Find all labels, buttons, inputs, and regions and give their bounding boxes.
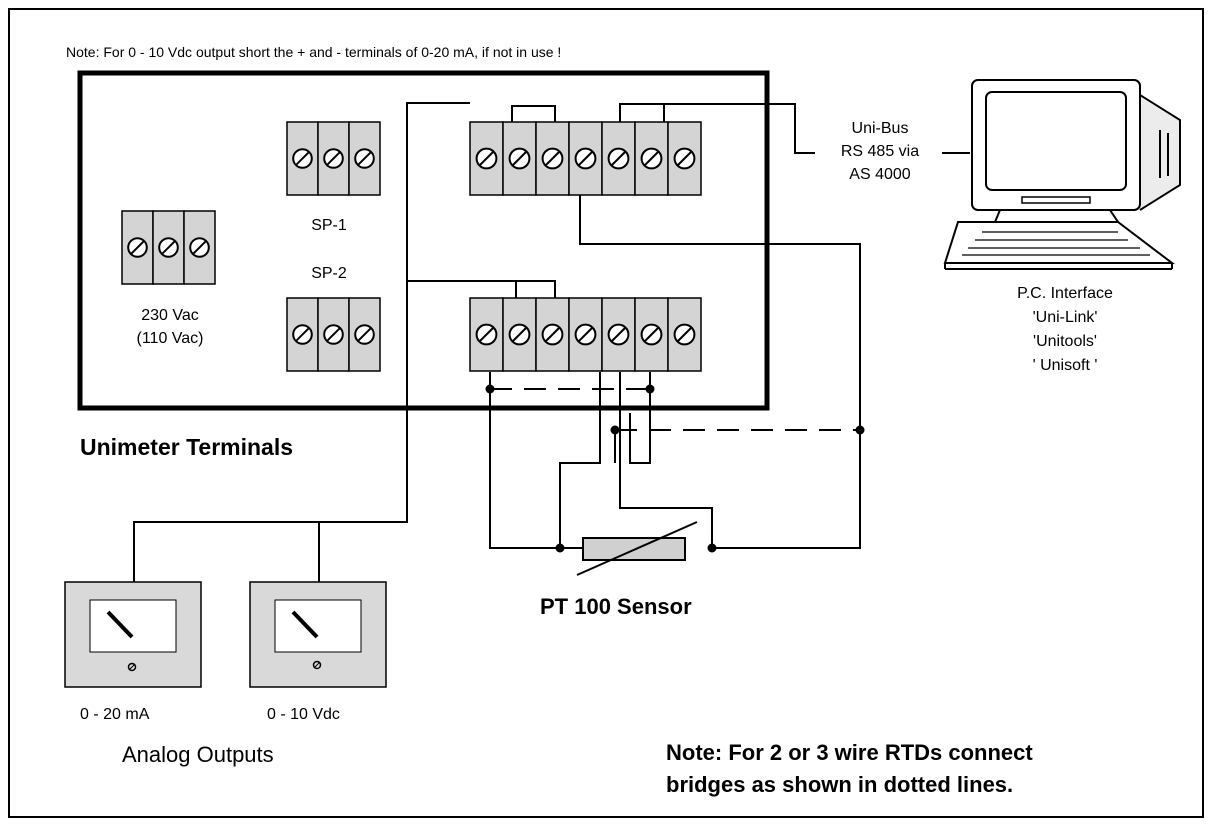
analog-meter-0-20ma <box>64 581 202 688</box>
screw-slot <box>676 326 693 343</box>
screw-slot <box>478 150 495 167</box>
pc-interface-line3: 'Unitools' <box>1033 333 1097 350</box>
screw-slot <box>511 326 528 343</box>
terminal-cell <box>634 121 669 196</box>
meter2-label: 0 - 10 Vdc <box>267 706 340 723</box>
unimeter-title: Unimeter Terminals <box>80 434 294 460</box>
pt100-resistor <box>576 521 698 576</box>
screw-slot <box>610 326 627 343</box>
analog-meter-0-10vdc <box>249 581 387 688</box>
sensor-wire-left <box>489 372 685 549</box>
pc-interface-line1: P.C. Interface <box>1017 285 1113 302</box>
screw-slot <box>610 150 627 167</box>
screw-slot <box>326 327 341 342</box>
terminal-block-sp1 <box>286 121 381 196</box>
power-label-line2: (110 Vac) <box>136 330 204 347</box>
junction-dots <box>485 384 865 553</box>
junction-dot <box>555 543 565 553</box>
screw-slot <box>326 151 341 166</box>
terminal-block-top-right <box>469 121 702 196</box>
sensor-wire-3 <box>629 372 651 464</box>
sp2-label: SP-2 <box>311 265 347 282</box>
rtd-note-line1: Note: For 2 or 3 wire RTDs connect <box>666 740 1033 765</box>
pc-interface-line4: ' Unisoft ' <box>1032 357 1098 374</box>
junction-dot <box>645 384 655 394</box>
screw-slot <box>511 150 528 167</box>
screw-slot <box>295 151 310 166</box>
outer-frame <box>8 8 1204 818</box>
analog-output-wire-a <box>133 102 470 582</box>
screw-slot <box>130 240 145 255</box>
junction-dot <box>610 425 620 435</box>
analog-outputs-title: Analog Outputs <box>122 742 274 767</box>
sp1-label: SP-1 <box>311 217 347 234</box>
sensor-wire-2 <box>619 372 713 548</box>
screw-slot <box>544 150 561 167</box>
screw-slot <box>357 327 372 342</box>
junction-dot <box>707 543 717 553</box>
screw-slot <box>643 150 660 167</box>
power-label-line1: 230 Vac <box>141 307 199 324</box>
computer-icon <box>943 79 1181 270</box>
screw-slot <box>478 326 495 343</box>
terminal-block-sp2 <box>286 297 381 372</box>
dashed-bridges <box>490 388 860 431</box>
screw-slot <box>295 327 310 342</box>
terminal-block-bottom-right <box>469 297 702 372</box>
screw-slot <box>643 326 660 343</box>
screw-slot <box>192 240 207 255</box>
terminal-cell <box>317 297 350 372</box>
screw-slot <box>357 151 372 166</box>
screw-slot <box>544 326 561 343</box>
wires <box>133 102 970 582</box>
screw-slot <box>577 326 594 343</box>
meter1-label: 0 - 20 mA <box>80 706 150 723</box>
bus-label-line2: RS 485 via <box>840 143 920 160</box>
junction-dot <box>485 384 495 394</box>
analog-output-wire-c <box>407 280 556 298</box>
top-bridge-wire <box>511 105 556 122</box>
bus-label-line1: Uni-Bus <box>851 120 909 137</box>
sensor-wire-1 <box>559 372 601 548</box>
pc-interface-line2: 'Uni-Link' <box>1032 309 1098 326</box>
sensor-return-wire <box>579 195 861 549</box>
rs485-wire <box>619 103 815 154</box>
screw-slot <box>577 150 594 167</box>
screw-slot <box>161 240 176 255</box>
bus-label-line3: AS 4000 <box>849 166 911 183</box>
junction-dot <box>855 425 865 435</box>
screw-slot <box>676 150 693 167</box>
terminal-block-power <box>121 210 216 285</box>
unimeter-housing <box>77 70 770 411</box>
top-note: Note: For 0 - 10 Vdc output short the + … <box>66 44 562 60</box>
pt100-sensor-title: PT 100 Sensor <box>540 594 692 619</box>
rtd-note-line2: bridges as shown in dotted lines. <box>666 772 1014 797</box>
